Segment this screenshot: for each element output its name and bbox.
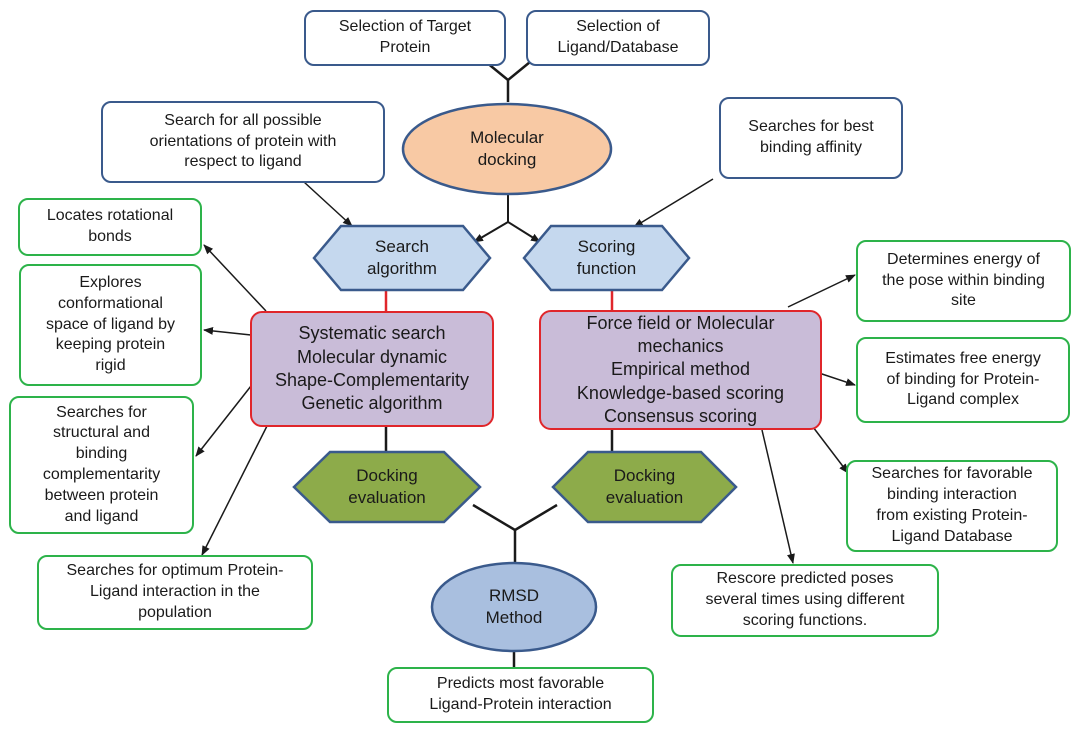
search-description-box: Search for all possible orientations of … <box>101 101 385 183</box>
pose-energy-note: Determines energy of the pose within bin… <box>856 240 1071 322</box>
search-description-arrow <box>303 181 353 227</box>
docking-evaluation-left-hexagon <box>292 450 482 524</box>
evaluation-join-connector <box>472 503 558 563</box>
rmsd-method-ellipse <box>430 561 598 653</box>
output-interaction-box: Predicts most favorable Ligand-Protein i… <box>387 667 654 723</box>
scoring-description-text: Searches for best binding affinity <box>748 118 874 156</box>
search-algorithm-hexagon <box>312 224 492 292</box>
selection-target-protein-box: Selection of Target Protein <box>304 10 506 66</box>
rotational-bonds-note: Locates rotational bonds <box>18 198 202 256</box>
search-description-text: Search for all possible orientations of … <box>149 111 337 171</box>
scoring-methods-box: Force field or Molecular mechanics Empir… <box>539 310 822 430</box>
search-note-arrows <box>195 244 268 556</box>
free-energy-note: Estimates free energy of binding for Pro… <box>856 337 1070 423</box>
optimum-interaction-note: Searches for optimum Protein- Ligand int… <box>37 555 313 630</box>
output-interaction-text: Predicts most favorable Ligand-Protein i… <box>429 675 612 713</box>
scoring-methods-text: Force field or Molecular mechanics Empir… <box>576 312 785 427</box>
rmsd-method-label: RMSD Method <box>485 585 543 627</box>
selection-ligand-database-box: Selection of Ligand/Database <box>526 10 710 66</box>
search-methods-text: Systematic search Molecular dynamic Shap… <box>274 323 470 414</box>
docking-evaluation-right-hexagon <box>551 450 738 524</box>
selection-target-protein-text: Selection of Target Protein <box>338 18 472 56</box>
scoring-function-label: Scoring function <box>576 236 637 278</box>
top-join-connector <box>485 61 531 102</box>
conformational-space-note: Explores conformational space of ligand … <box>19 264 202 386</box>
molecular-docking-label: Molecular docking <box>470 127 544 169</box>
selection-ligand-database-text: Selection of Ligand/Database <box>557 18 679 56</box>
favorable-binding-note: Searches for favorable binding interacti… <box>846 460 1058 552</box>
docking-evaluation-right-label: Docking evaluation <box>605 465 684 507</box>
complementarity-note: Searches for structural and binding comp… <box>9 396 194 534</box>
search-algorithm-label: Search algorithm <box>367 236 437 278</box>
docking-split-connector <box>473 195 541 243</box>
docking-evaluation-left-label: Docking evaluation <box>348 465 426 507</box>
search-methods-box: Systematic search Molecular dynamic Shap… <box>250 311 494 427</box>
molecular-docking-ellipse <box>401 102 613 196</box>
scoring-description-arrow <box>633 178 714 228</box>
rescore-poses-note: Rescore predicted poses several times us… <box>671 564 939 637</box>
scoring-function-hexagon <box>522 224 691 292</box>
scoring-note-arrows <box>761 274 856 564</box>
scoring-description-box: Searches for best binding affinity <box>719 97 903 179</box>
